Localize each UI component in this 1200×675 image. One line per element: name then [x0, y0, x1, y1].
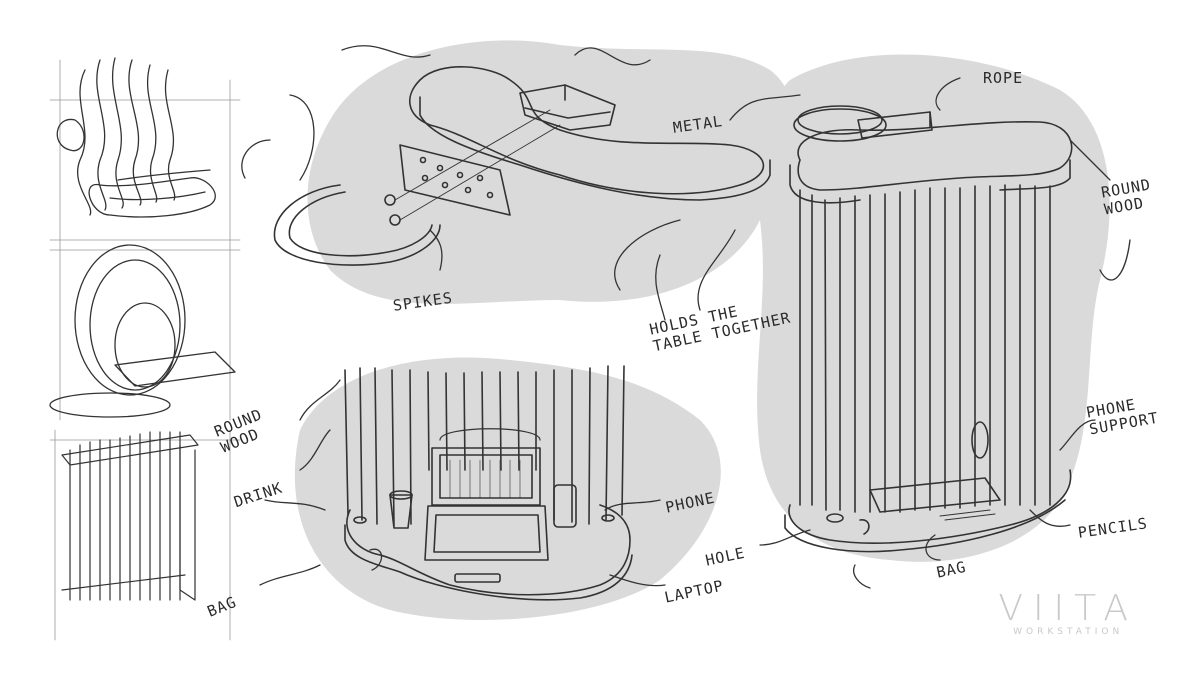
leader-lines — [241, 45, 1131, 589]
background-blobs — [294, 40, 1110, 620]
slat-chair-drawing — [49, 429, 241, 641]
workstation-drawing — [784, 105, 1073, 553]
brand-subtitle: WORKSTATION — [1013, 627, 1124, 637]
label-rope: ROPE — [983, 69, 1024, 87]
blob-right — [757, 54, 1110, 562]
cutaway-workstation-drawing — [344, 365, 633, 601]
brand-logo: VIITA WORKSTATION — [998, 588, 1138, 637]
top-parts-drawing — [273, 66, 771, 266]
round-chair-drawing — [49, 244, 241, 421]
sketch-lines — [49, 45, 1131, 641]
blob-bottom-center — [294, 357, 721, 620]
brand-name: VIITA — [998, 588, 1138, 629]
wavy-seat-drawing — [49, 57, 241, 251]
